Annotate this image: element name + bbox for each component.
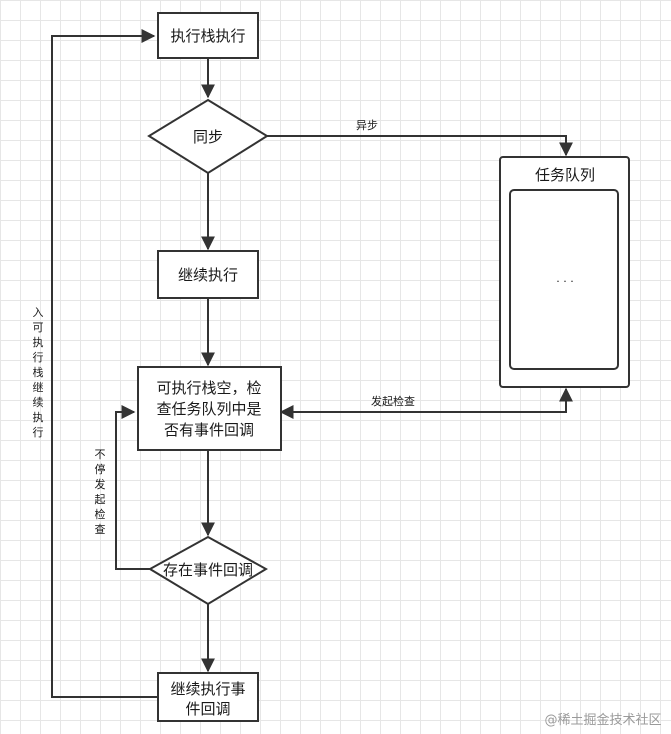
label-continue-event-line-1: 继续执行事 <box>170 680 245 698</box>
label-continue-exec: 继续执行 <box>178 266 238 284</box>
edge-sync-to-queue <box>267 135 573 157</box>
task-queue-inner <box>509 189 619 370</box>
label-sync-decision: 同步 <box>193 128 223 146</box>
keep-checking-char: 起 <box>95 493 106 506</box>
keep-checking-char: 检 <box>95 507 106 521</box>
keep-checking-char: 不 <box>95 448 106 461</box>
keep-checking-char: 查 <box>95 522 106 536</box>
label-keep-checking: 不 停 发 起 检 查 <box>95 448 106 536</box>
watermark: @稀土掘金技术社区 <box>544 712 661 728</box>
push-stack-char: 栈 <box>33 365 44 379</box>
keep-checking-char: 发 <box>95 477 106 491</box>
node-continue-event <box>157 672 259 722</box>
edge-check-to-queue <box>279 387 573 419</box>
label-check-line-2: 查任务队列中是 <box>156 400 261 418</box>
node-check-box <box>137 366 282 451</box>
push-stack-char: 入 <box>33 306 44 319</box>
label-exec-stack: 执行栈执行 <box>170 27 245 45</box>
push-stack-char: 继 <box>33 381 44 394</box>
label-check-line-3: 否有事件回调 <box>164 421 254 439</box>
push-stack-char: 执 <box>33 335 44 349</box>
push-stack-char: 续 <box>33 395 44 409</box>
edge-exists-loop-back <box>115 405 150 570</box>
node-sync-decision <box>147 98 269 175</box>
node-exec-stack <box>157 12 259 59</box>
label-continue-event-line-2: 件回调 <box>185 700 230 718</box>
label-initiate-check: 发起检查 <box>371 394 415 408</box>
push-stack-char: 行 <box>33 351 44 364</box>
label-push-stack: 入 可 执 行 栈 继 续 执 行 <box>33 306 44 439</box>
label-task-queue-ellipsis: · · · <box>556 275 573 288</box>
push-stack-char: 可 <box>33 321 44 334</box>
node-continue-exec <box>157 250 259 299</box>
push-stack-char: 行 <box>33 426 44 439</box>
label-task-queue-title: 任务队列 <box>535 166 595 184</box>
push-stack-char: 执 <box>33 410 44 424</box>
label-async: 异步 <box>356 119 378 132</box>
edge-event-to-exec <box>51 29 158 698</box>
label-exists-decision: 存在事件回调 <box>163 561 253 579</box>
label-check-line-1: 可执行栈空，检 <box>156 379 261 397</box>
node-exists-decision <box>148 535 268 606</box>
keep-checking-char: 停 <box>95 462 106 476</box>
